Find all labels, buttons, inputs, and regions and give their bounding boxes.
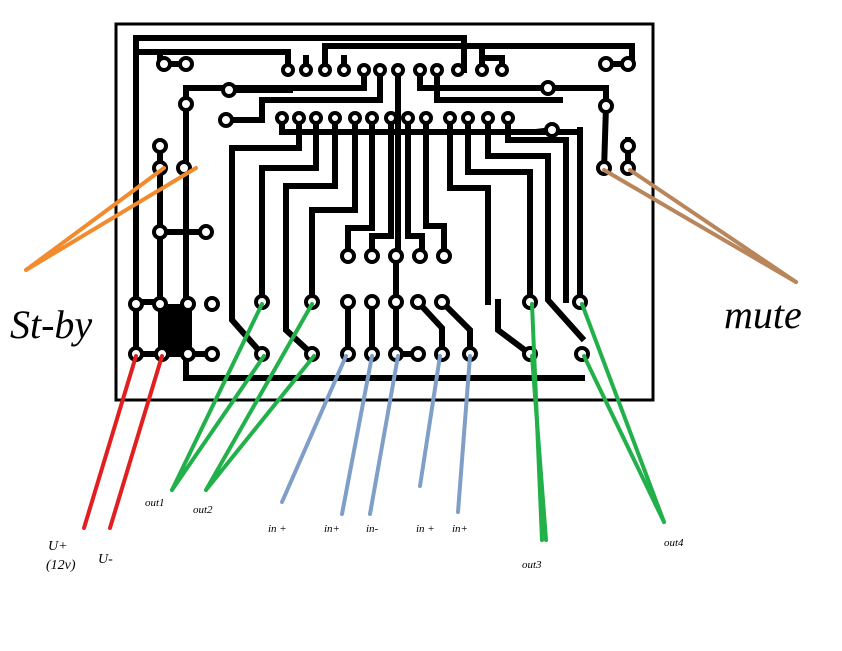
in-plus-4-label: in+ [452, 523, 468, 535]
in-plus-1-label: in + [268, 523, 287, 535]
u-plus-label: U+ [48, 539, 68, 554]
standby-wires [24, 166, 198, 272]
mute-label: mute [724, 292, 802, 337]
in-plus-3-label: in + [416, 523, 435, 535]
output-wires [170, 302, 666, 542]
pcb-traces [133, 35, 635, 381]
input-wires [280, 354, 472, 516]
in-plus-2-label: in+ [324, 523, 340, 535]
in-minus-label: in- [366, 523, 379, 535]
pcb-pads [128, 56, 636, 362]
out4-label: out4 [664, 537, 684, 549]
out2-label: out2 [193, 504, 213, 516]
u-minus-label: U- [98, 552, 113, 567]
power-wires [82, 354, 164, 530]
out1-label: out1 [145, 497, 165, 509]
mute-wires [602, 168, 798, 284]
standby-label: St-by [10, 302, 92, 347]
out3-label: out3 [522, 559, 542, 571]
u-plus-voltage-label: (12v) [46, 558, 76, 573]
pcb-board-outline [114, 22, 655, 402]
